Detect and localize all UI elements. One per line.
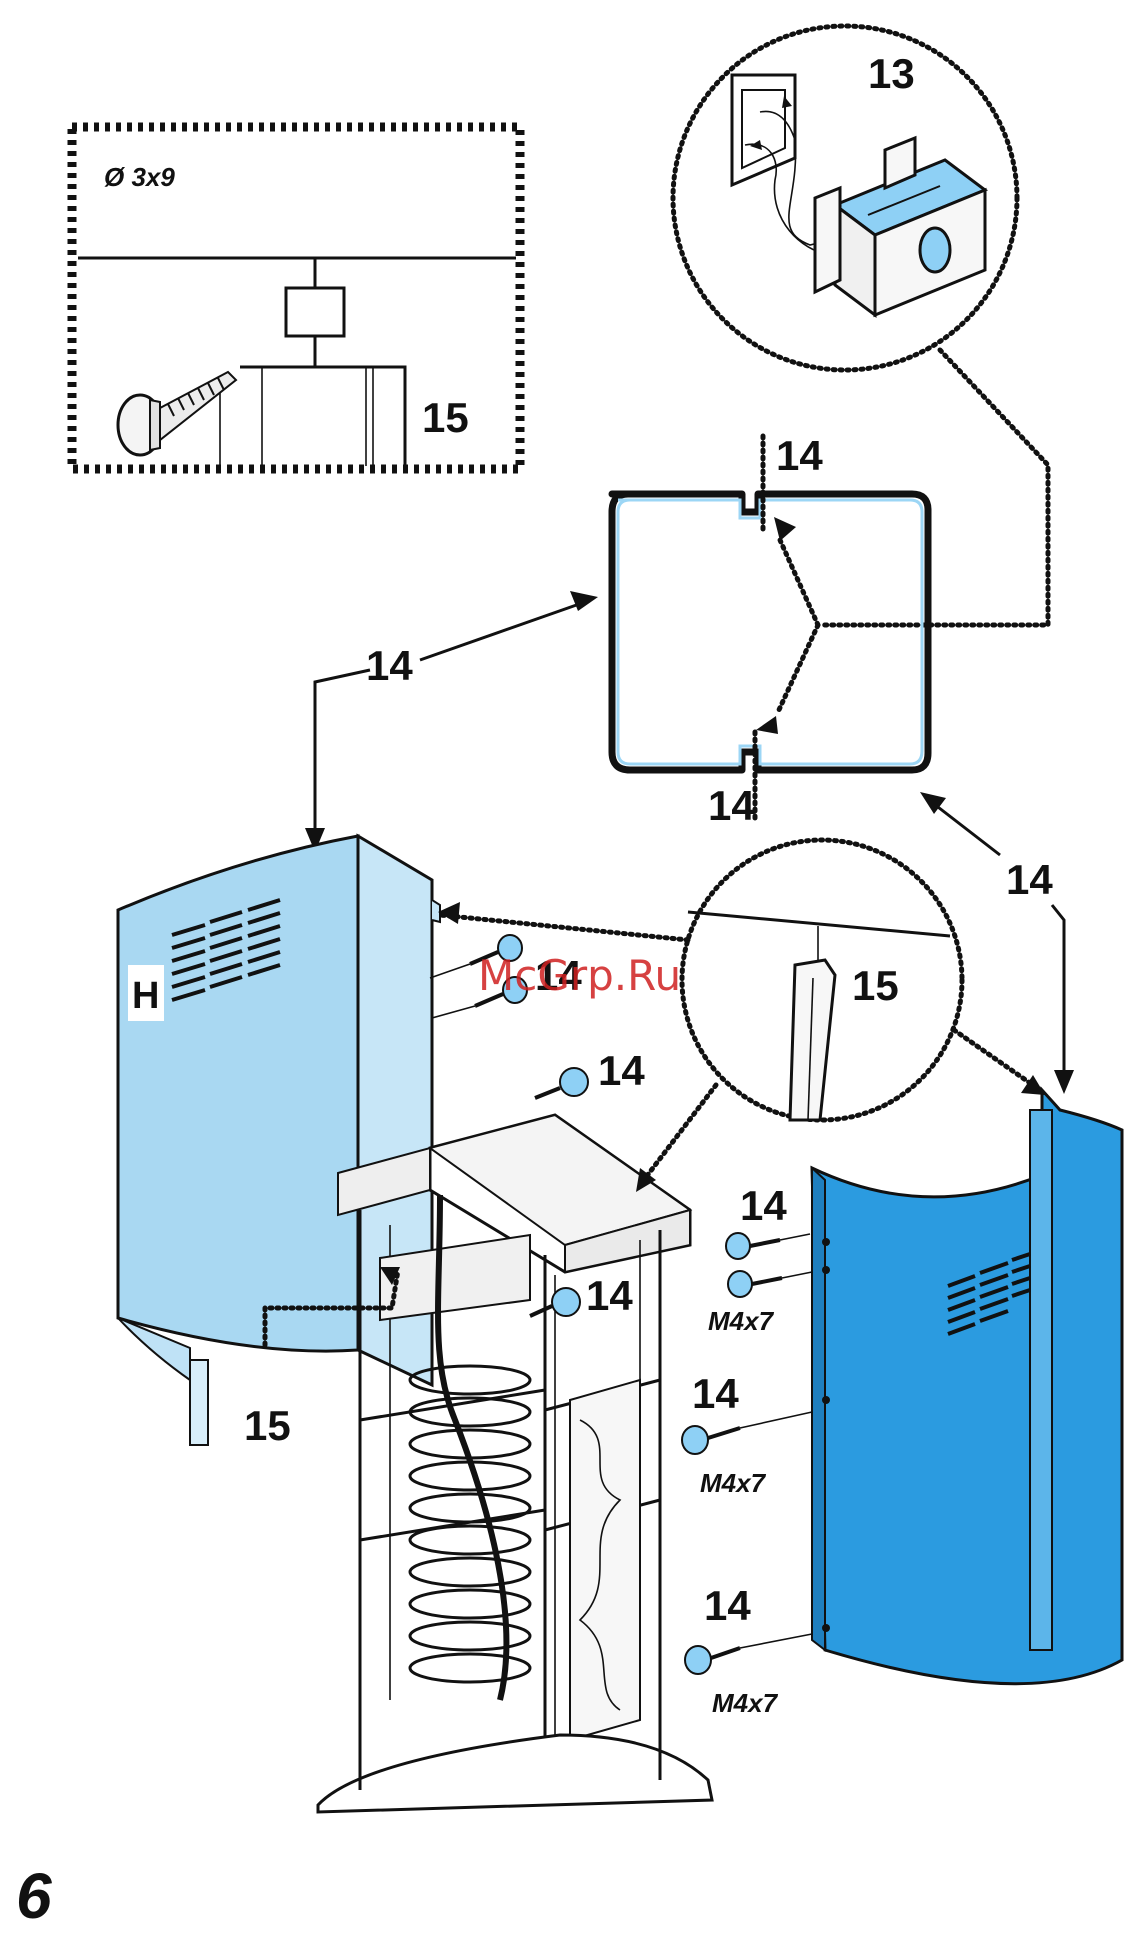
right-chimney-panel [812,1090,1122,1684]
screw-icon [685,1634,812,1674]
connector-detail-circle: 13 [673,26,1017,370]
junction-box-icon [815,138,985,315]
arrow-icon [438,902,460,924]
right-arrow-line-b [1052,905,1064,1070]
bracket-label-15: 15 [852,962,899,1009]
fan-coil [410,1366,530,1682]
right-screw-1-label: 14 [740,1182,787,1229]
right-screw-1-spec: M4x7 [708,1306,775,1336]
inset-block [286,288,344,336]
inner-screw-label: 14 [586,1272,633,1319]
right-screw-2-spec: M4x7 [700,1468,767,1498]
right-screw-3-spec: M4x7 [712,1688,779,1718]
profile-leader-bottom [778,625,818,712]
right-screw-3-label: 14 [704,1582,751,1629]
page-number: 6 [16,1860,52,1932]
screw-icon [726,1233,810,1259]
middle-screw-label: 14 [598,1047,645,1094]
profile-cross-section: 14 14 [612,432,928,829]
watermark-text: McGrp.Ru [478,951,681,1000]
bracket-lead-left [440,915,688,940]
bracket-lead-down [640,1085,716,1185]
profile-bottom-label: 14 [708,782,755,829]
screw-icon [530,1288,580,1316]
screw-icon [728,1271,812,1297]
screw-icon [118,372,236,455]
bracket-lead-right [954,1030,1040,1090]
profile-top-label: 14 [776,432,823,479]
profile-leader-top [780,540,818,625]
right-arrow-label: 14 [1006,856,1053,903]
arrow-icon [774,517,796,541]
panel-letter-h: H [132,975,159,1017]
screw-icon [535,1068,588,1098]
inset-label-15: 15 [422,394,469,441]
left-chimney-panel: H [118,836,440,1445]
screw-icon [682,1412,812,1454]
arrow-icon [1054,1070,1074,1094]
hood-base [318,1735,712,1812]
arrow-icon [570,591,598,611]
screw-spec-label: Ø 3x9 [104,162,175,192]
inset-bracket-outline [240,367,405,466]
left-arrow-line-a [315,670,370,830]
bracket-ceiling-line [688,912,950,936]
left-bottom-label: 15 [244,1402,291,1449]
screw-detail-inset: Ø 3x9 15 [72,127,520,469]
arrow-icon [756,716,778,734]
right-screw-2-label: 14 [692,1370,739,1417]
left-arrow-line-b [420,602,585,660]
left-arrow-label: 14 [366,642,413,689]
connector-leader [820,350,1048,625]
panel-rail [1030,1110,1052,1650]
connector-label-13: 13 [868,50,915,97]
